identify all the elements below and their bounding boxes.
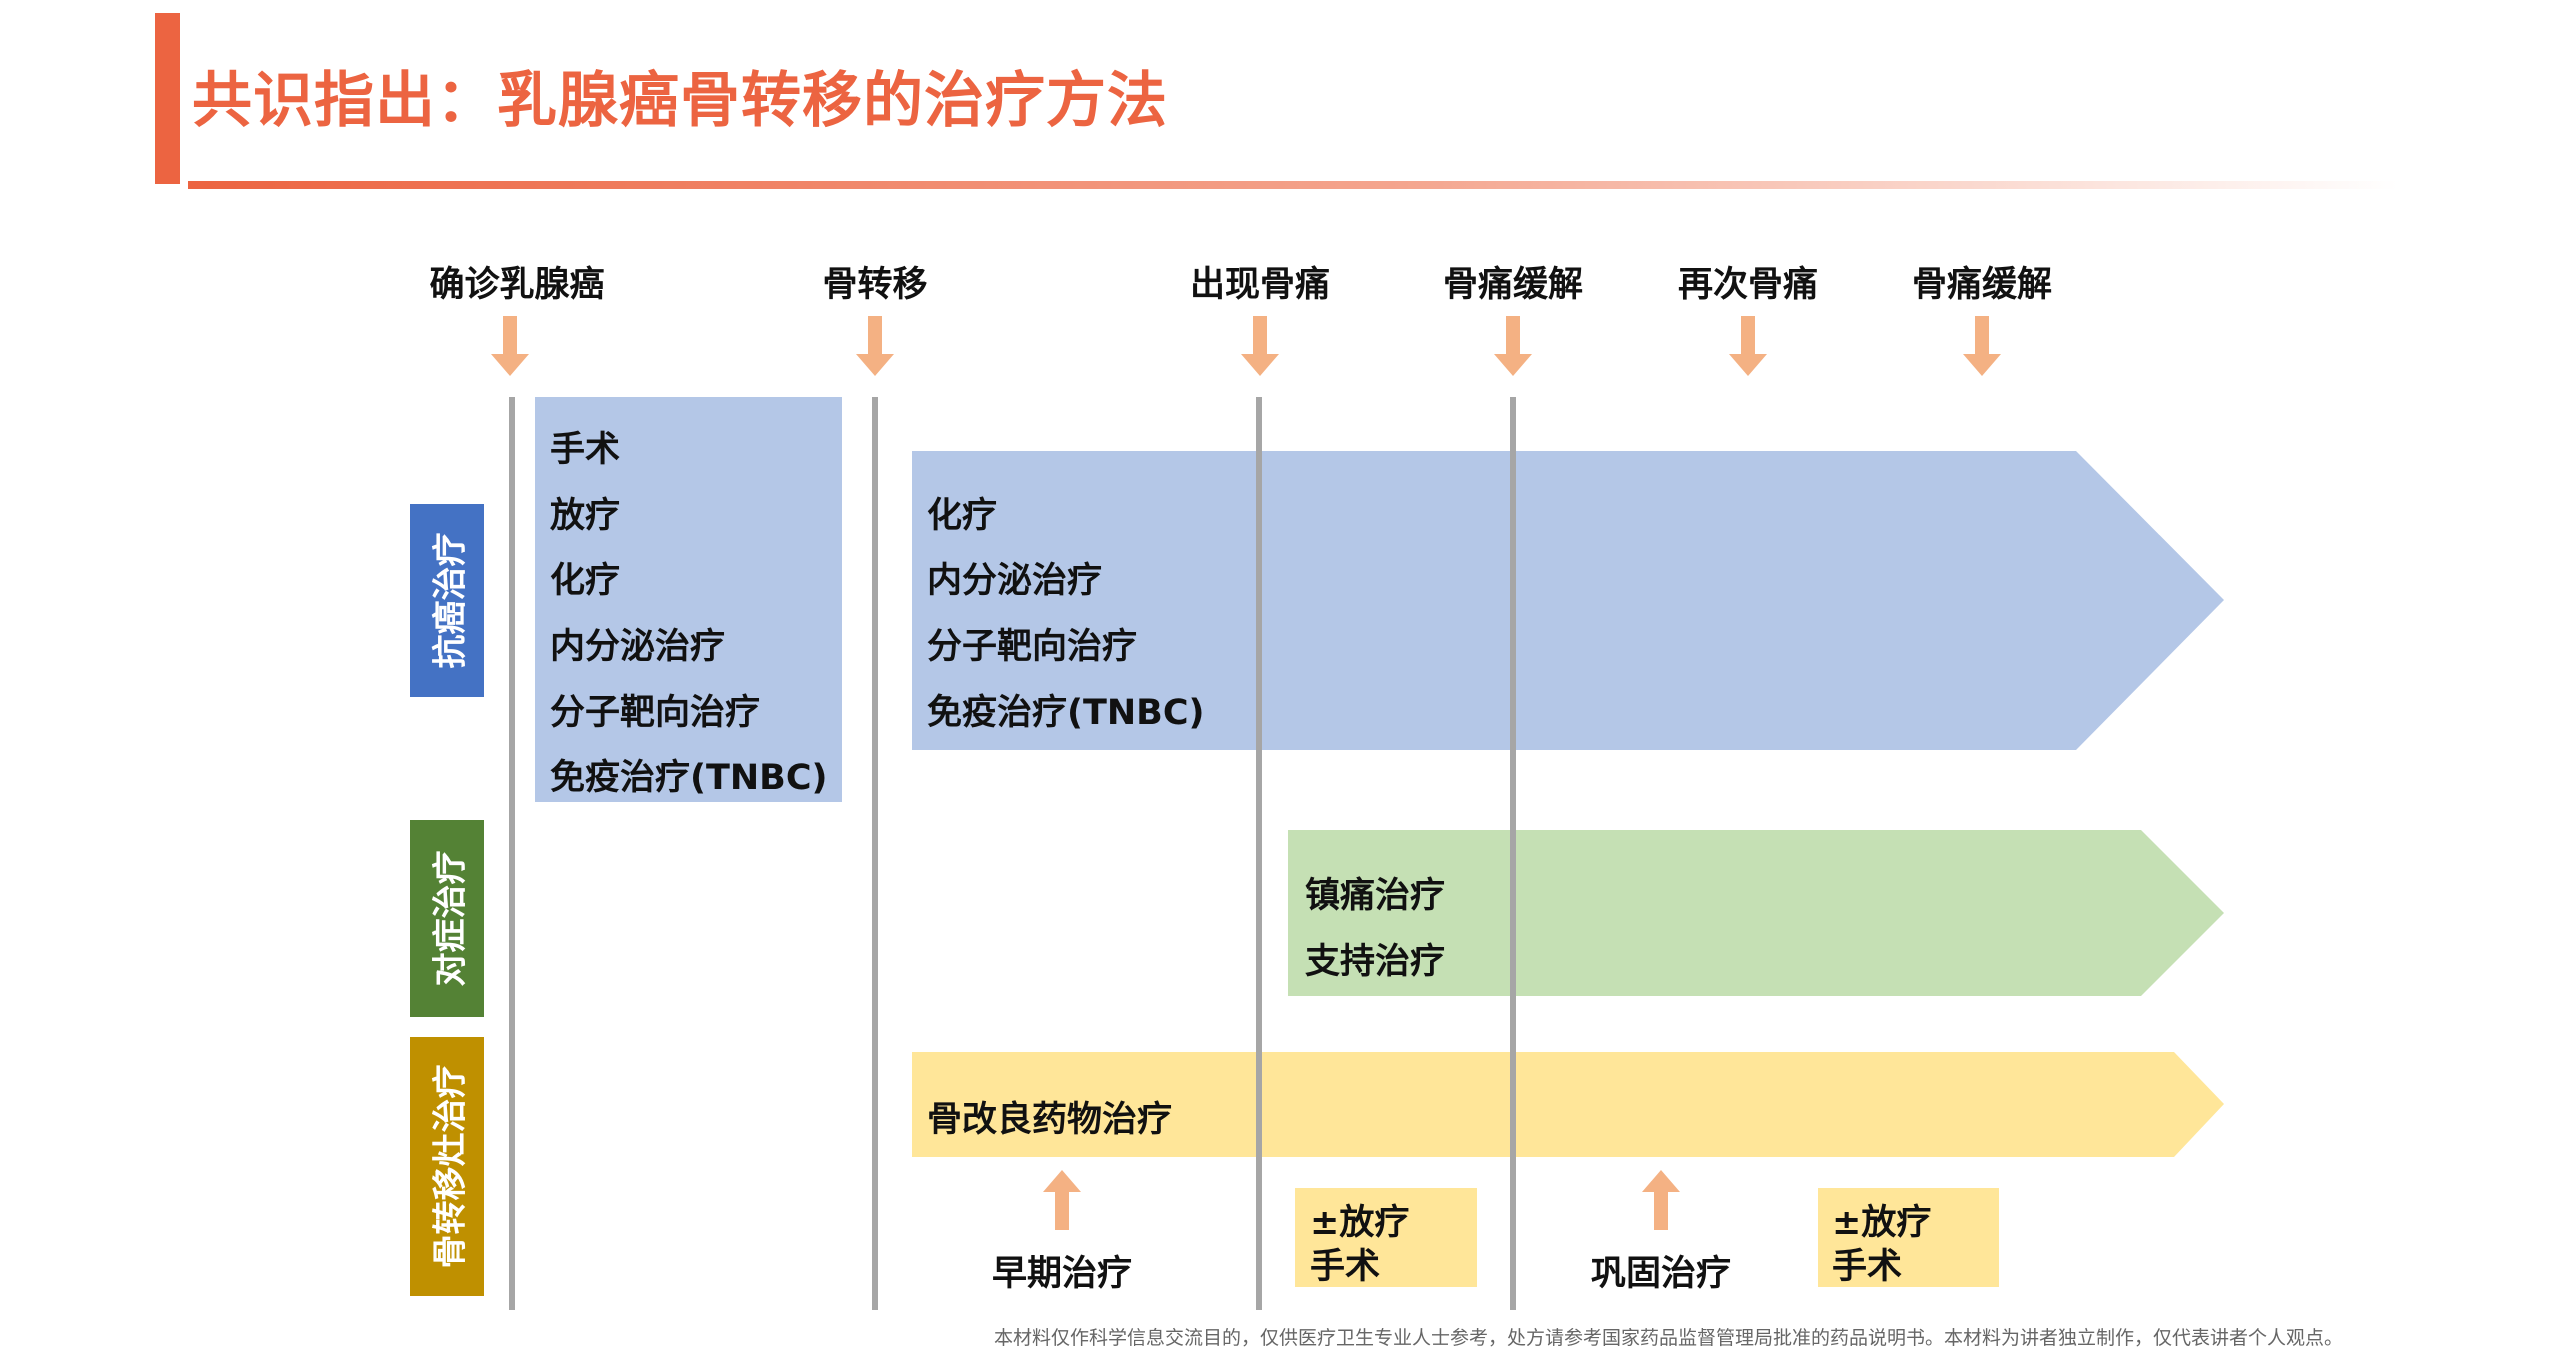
local-therapy-box bbox=[1295, 1188, 1477, 1287]
local-therapy-line1: ±放疗 bbox=[1310, 1203, 1410, 1243]
local-therapy-line1: ±放疗 bbox=[1832, 1203, 1932, 1243]
stage-label: 出现骨痛 bbox=[1189, 265, 1331, 305]
down-arrow-icon bbox=[1963, 316, 2001, 376]
local-therapy-line2: 手术 bbox=[1310, 1247, 1381, 1287]
list-item: 内分泌治疗 bbox=[927, 561, 1103, 601]
timeline-line bbox=[1510, 397, 1516, 1310]
list-item: 分子靶向治疗 bbox=[927, 627, 1138, 667]
list-item: 手术 bbox=[550, 430, 621, 470]
bone-therapy-label: 骨改良药物治疗 bbox=[927, 1100, 1173, 1140]
down-arrow-icon bbox=[1494, 316, 1532, 376]
consolidation-label: 巩固治疗 bbox=[1590, 1254, 1732, 1294]
title-underline bbox=[188, 181, 2398, 189]
list-item: 放疗 bbox=[550, 496, 621, 536]
page-title: 共识指出：乳腺癌骨转移的治疗方法 bbox=[192, 66, 1168, 136]
down-arrow-icon bbox=[1241, 316, 1279, 376]
list-item: 免疫治疗(TNBC) bbox=[550, 758, 828, 798]
category-bone-lesion: 骨转移灶治疗 bbox=[410, 1037, 484, 1296]
list-item: 镇痛治疗 bbox=[1305, 876, 1446, 916]
timeline-line bbox=[872, 397, 878, 1310]
list-item: 化疗 bbox=[927, 496, 998, 536]
list-item: 化疗 bbox=[550, 561, 621, 601]
early-anticancer-box bbox=[535, 397, 842, 802]
disclaimer-footer: 本材料仅作科学信息交流目的，仅供医疗卫生专业人士参考，处方请参考国家药品监督管理… bbox=[994, 1327, 2344, 1349]
early-treatment-label: 早期治疗 bbox=[991, 1254, 1133, 1294]
stage-label: 骨转移 bbox=[822, 265, 928, 305]
list-item: 分子靶向治疗 bbox=[550, 693, 761, 733]
list-item: 内分泌治疗 bbox=[550, 627, 726, 667]
category-symptomatic: 对症治疗 bbox=[410, 820, 484, 1017]
down-arrow-icon bbox=[1729, 316, 1767, 376]
bone-therapy-arrow bbox=[912, 1052, 2224, 1157]
list-item: 免疫治疗(TNBC) bbox=[927, 693, 1205, 733]
title-accent-bar bbox=[155, 13, 180, 184]
category-anticancer: 抗癌治疗 bbox=[410, 504, 484, 697]
down-arrow-icon bbox=[856, 316, 894, 376]
stage-label: 骨痛缓解 bbox=[1442, 265, 1584, 305]
stage-label: 确诊乳腺癌 bbox=[429, 265, 605, 305]
timeline-line bbox=[1256, 397, 1262, 1310]
stage-label: 再次骨痛 bbox=[1677, 265, 1819, 305]
timeline-line bbox=[509, 397, 515, 1310]
anticancer-arrow bbox=[912, 451, 2224, 750]
up-arrow-icon bbox=[1642, 1170, 1680, 1230]
local-therapy-line2: 手术 bbox=[1832, 1247, 1903, 1287]
symptomatic-arrow bbox=[1288, 830, 2224, 996]
down-arrow-icon bbox=[491, 316, 529, 376]
local-therapy-box bbox=[1818, 1188, 1999, 1287]
stage-label: 骨痛缓解 bbox=[1911, 265, 2053, 305]
list-item: 支持治疗 bbox=[1305, 942, 1446, 982]
up-arrow-icon bbox=[1043, 1170, 1081, 1230]
